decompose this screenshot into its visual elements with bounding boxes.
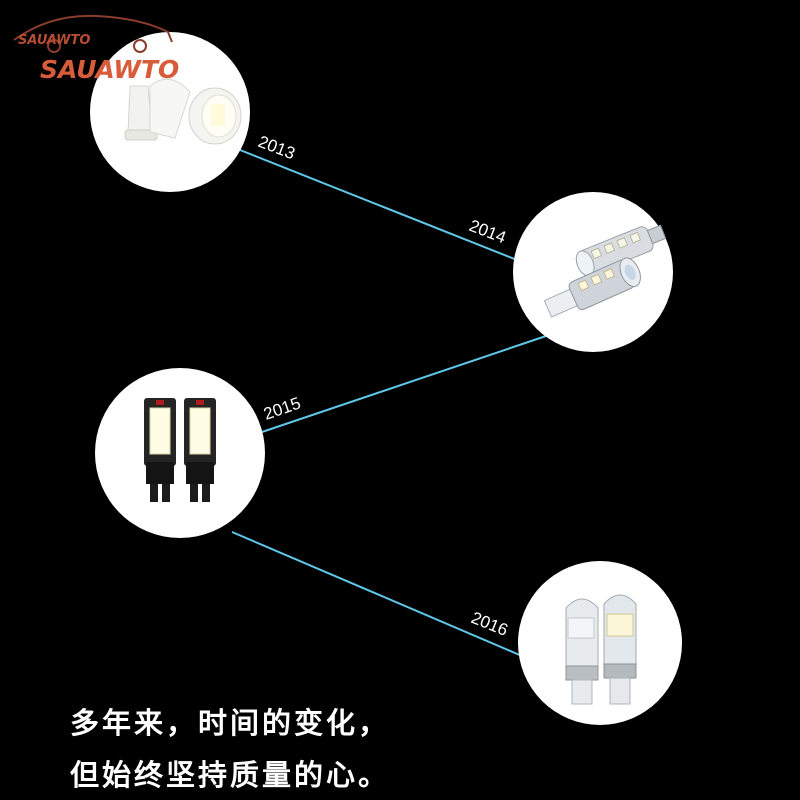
t10-smd-led-bulb-pair-image (543, 224, 667, 318)
brand-logo: SAUAWTO SAUAWTO (13, 14, 179, 84)
connector-line-2014-2015 (261, 335, 547, 433)
t10-cob-led-bulb-image (124, 78, 242, 145)
t10-cob-panel-bulb-pair-image (144, 398, 216, 502)
t10-lens-led-bulb-pair-image (565, 594, 637, 705)
caption-line-2: 但始终坚持质量的心。 (70, 758, 391, 792)
car-silhouette-icon (13, 14, 173, 43)
caption-line-1: 多年来，时间的变化， (70, 706, 391, 740)
logo-main-text: SAUAWTO (40, 55, 179, 84)
timeline-node-2013 (90, 32, 250, 192)
connector-line-2013-2014 (239, 149, 523, 263)
timeline-node-2016 (518, 561, 682, 725)
logo-top-text: SAUAWTO (18, 33, 90, 48)
timeline-node-2014 (513, 192, 673, 352)
timeline-node-2015 (95, 368, 265, 538)
connector-line-2015-2016 (231, 531, 523, 657)
